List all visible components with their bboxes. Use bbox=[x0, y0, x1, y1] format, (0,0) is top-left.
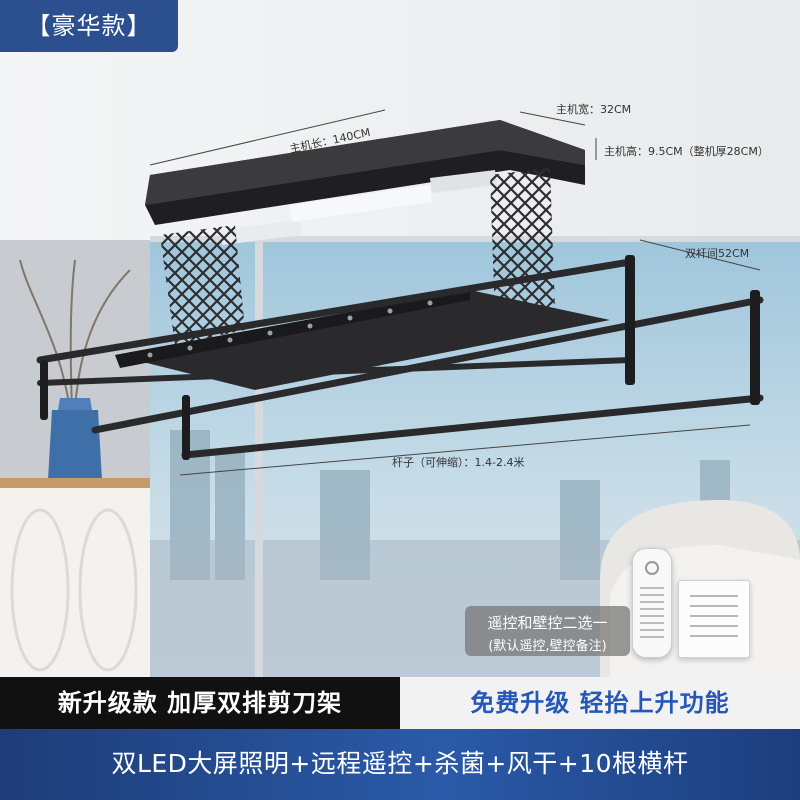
edition-badge: 【豪华款】 bbox=[0, 0, 178, 52]
pole-length-label: 杆子（可伸缩）：1.4-2.4米 bbox=[392, 456, 525, 469]
controller-line-1: 遥控和壁控二选一 bbox=[487, 614, 608, 632]
wall-switch-icon bbox=[678, 580, 750, 658]
host-width-label: 主机宽：32CM bbox=[556, 103, 632, 116]
feature-list: 双LED大屏照明+远程遥控+杀菌+风干+10根横杆 bbox=[111, 749, 689, 778]
host-height-label: 主机高：9.5CM（整机厚28CM） bbox=[604, 145, 769, 158]
bar-gap-label: 双杆间52CM bbox=[685, 247, 750, 260]
feature-upgrade-left: 新升级款 加厚双排剪刀架 bbox=[0, 677, 400, 729]
controller-line-2: (默认遥控,壁控备注) bbox=[488, 639, 607, 654]
remote-control-icon bbox=[632, 548, 672, 658]
controller-option-label: 遥控和壁控二选一 (默认遥控,壁控备注) bbox=[465, 606, 630, 656]
scene-illustration bbox=[0, 0, 800, 677]
product-scene bbox=[0, 0, 800, 677]
feature-upgrade-right: 免费升级 轻抬上升功能 bbox=[400, 677, 800, 729]
